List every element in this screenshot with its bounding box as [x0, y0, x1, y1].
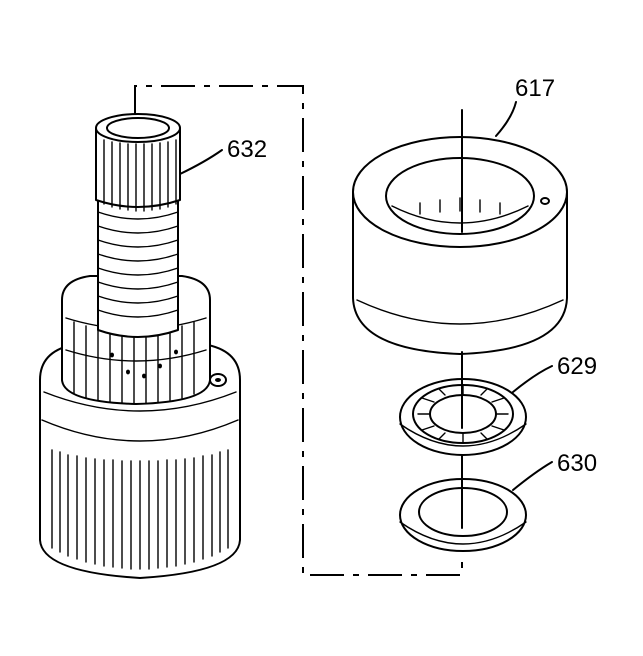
callout-629: 629 [557, 353, 597, 380]
callout-632: 632 [227, 136, 267, 163]
callout-630: 630 [557, 450, 597, 477]
assembly-bracket-line [134, 85, 463, 576]
cylinder-drum-617 [352, 136, 568, 355]
callout-617: 617 [515, 75, 555, 102]
shaft-drum-assembly-632 [39, 113, 241, 579]
leader-lines [179, 101, 553, 491]
